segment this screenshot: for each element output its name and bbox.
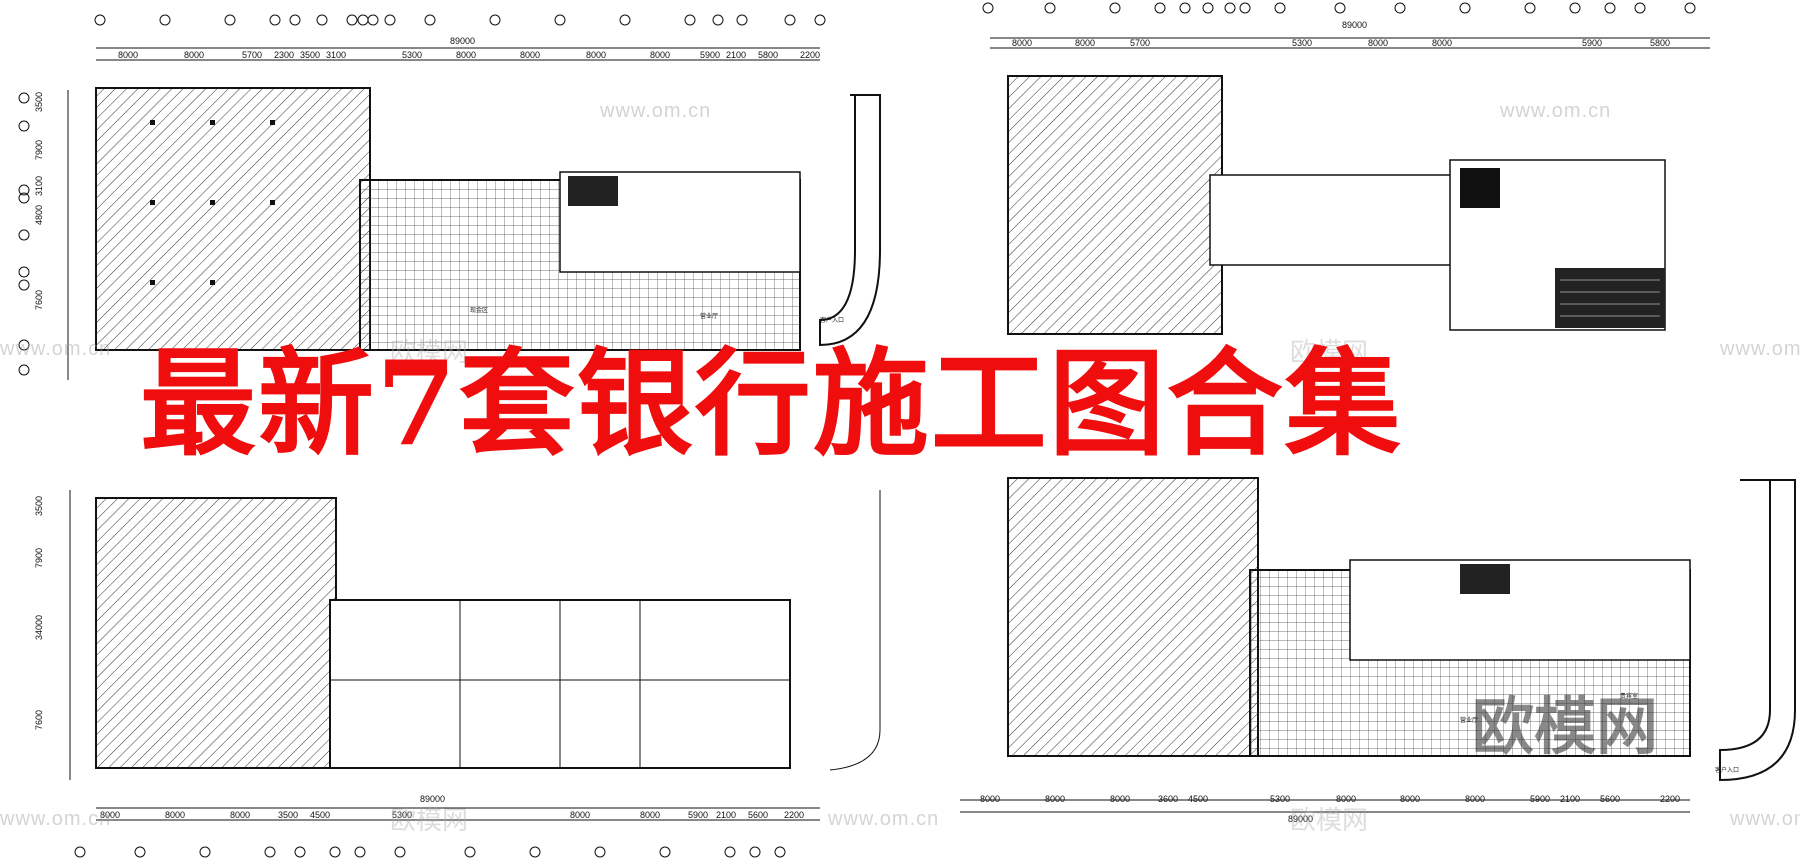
dimension-label: 8000	[1368, 38, 1388, 48]
dimension-label: 3100	[34, 176, 44, 196]
dimension-label: 8000	[520, 50, 540, 60]
side-dimension-labels: 3500 7900 34000 7600	[34, 496, 44, 730]
overall-dimension-label: 89000	[1342, 20, 1367, 30]
dimension-label: 8000	[640, 810, 660, 820]
dimension-label: 8000	[1432, 38, 1452, 48]
dimension-label: 8000	[1012, 38, 1032, 48]
dimension-label: 8000	[1465, 794, 1485, 804]
dimension-label: 8000	[980, 794, 1000, 804]
floor-plan-drawing: 89000 8000 8000 5700 5300 8000 8000 5900…	[982, 2, 1710, 335]
floor-plan-drawing: 89000 8000 8000 8000 3500 4500 5300 8000…	[34, 490, 881, 858]
dimension-label: 5300	[392, 810, 412, 820]
dimension-label: 2300	[274, 50, 294, 60]
dimension-label: 5300	[1270, 794, 1290, 804]
dimension-label: 3500	[34, 92, 44, 112]
bottom-dimension-labels: 89000 8000 8000 8000 3500 4500 5300 8000…	[100, 794, 804, 820]
dimension-label: 8000	[118, 50, 138, 60]
dimension-label: 8000	[1400, 794, 1420, 804]
dimension-label: 4500	[310, 810, 330, 820]
brand-logo: 欧模网	[1472, 690, 1659, 763]
dimension-label: 8000	[586, 50, 606, 60]
site-watermark: www.om.cn	[0, 808, 112, 830]
side-dimension-labels: 3500 7900 3100 4800 7600	[34, 92, 44, 310]
dimension-label: 8000	[1045, 794, 1065, 804]
overall-dimension-label: 89000	[450, 36, 475, 46]
dimension-label: 3500	[300, 50, 320, 60]
site-watermark: www.om.cn	[0, 338, 112, 360]
overall-dimension-label: 89000	[420, 794, 445, 804]
dimension-label: 2100	[726, 50, 746, 60]
dimension-label: 7900	[34, 548, 44, 568]
dimension-label: 3500	[278, 810, 298, 820]
floor-plan-top-right: 89000 8000 8000 5700 5300 8000 8000 5900…	[970, 0, 1800, 460]
floor-plan-drawing: 89000 8000 8000 8000 3600 4500 5300 8000…	[960, 477, 1796, 824]
room-label: 客户入口	[1715, 766, 1739, 774]
dimension-label: 2200	[800, 50, 820, 60]
dimension-label: 5700	[1130, 38, 1150, 48]
dimension-label: 8000	[230, 810, 250, 820]
dimension-label: 5900	[688, 810, 708, 820]
dimension-label: 8000	[570, 810, 590, 820]
floor-plan-bottom-right: 89000 8000 8000 8000 3600 4500 5300 8000…	[900, 460, 1800, 864]
dimension-label: 4800	[34, 205, 44, 225]
top-dimension-labels: 89000 8000 8000 5700 5300 8000 8000 5900…	[1012, 20, 1670, 48]
top-dimension-labels: 89000 8000 8000 5700 2300 3500 3100 5300…	[118, 36, 820, 60]
bottom-dimension-labels: 89000 8000 8000 8000 3600 4500 5300 8000…	[980, 794, 1680, 824]
page-title: 最新7套银行施工图合集	[140, 336, 1403, 472]
dimension-label: 2200	[1660, 794, 1680, 804]
dimension-label: 5600	[748, 810, 768, 820]
dimension-label: 5600	[1600, 794, 1620, 804]
dimension-label: 7600	[34, 290, 44, 310]
dimension-label: 3100	[326, 50, 346, 60]
brand-watermark: 欧模网	[390, 338, 469, 368]
dimension-label: 5900	[1530, 794, 1550, 804]
dimension-label: 5900	[700, 50, 720, 60]
dimension-label: 5300	[1292, 38, 1312, 48]
dimension-label: 7600	[34, 710, 44, 730]
site-watermark: www.om.cn	[1500, 100, 1612, 122]
room-label: 营业厅	[700, 312, 718, 320]
site-watermark: www.om.cn	[1730, 808, 1800, 830]
dimension-label: 3500	[34, 496, 44, 516]
room-label: 营业厅	[1460, 716, 1478, 724]
brand-watermark: 欧模网	[1290, 338, 1369, 368]
site-watermark: www.om.cn	[600, 100, 712, 122]
room-label: 现金区	[470, 306, 488, 314]
site-watermark: www.om.cn	[828, 808, 940, 830]
dimension-label: 4500	[1188, 794, 1208, 804]
dimension-label: 5700	[242, 50, 262, 60]
dimension-label: 2100	[716, 810, 736, 820]
dimension-label: 8000	[184, 50, 204, 60]
dimension-label: 7900	[34, 140, 44, 160]
floor-plan-drawing: 89000 8000 8000 5700 2300 3500 3100 5300…	[18, 14, 881, 380]
dimension-label: 8000	[1075, 38, 1095, 48]
dimension-label: 8000	[650, 50, 670, 60]
dimension-label: 3600	[1158, 794, 1178, 804]
overall-dimension-label: 89000	[1288, 814, 1313, 824]
room-label: 贵宾室	[1620, 692, 1638, 700]
dimension-label: 8000	[456, 50, 476, 60]
dimension-label: 8000	[1110, 794, 1130, 804]
floor-plan-bottom-left: 89000 8000 8000 8000 3500 4500 5300 8000…	[0, 480, 900, 864]
dimension-label: 5800	[758, 50, 778, 60]
dimension-label: 5900	[1582, 38, 1602, 48]
dimension-label: 34000	[34, 615, 44, 640]
dimension-label: 8000	[100, 810, 120, 820]
dimension-label: 5800	[1650, 38, 1670, 48]
dimension-label: 2100	[1560, 794, 1580, 804]
room-label: 客户入口	[820, 316, 844, 324]
dimension-label: 5300	[402, 50, 422, 60]
dimension-label: 8000	[1336, 794, 1356, 804]
brand-watermark: 欧模网	[390, 806, 469, 836]
floor-plan-top-left: 89000 8000 8000 5700 2300 3500 3100 5300…	[0, 0, 900, 470]
site-watermark: www.om.cn	[1720, 338, 1800, 360]
dimension-label: 8000	[165, 810, 185, 820]
brand-watermark: 欧模网	[1290, 806, 1369, 836]
dimension-label: 2200	[784, 810, 804, 820]
